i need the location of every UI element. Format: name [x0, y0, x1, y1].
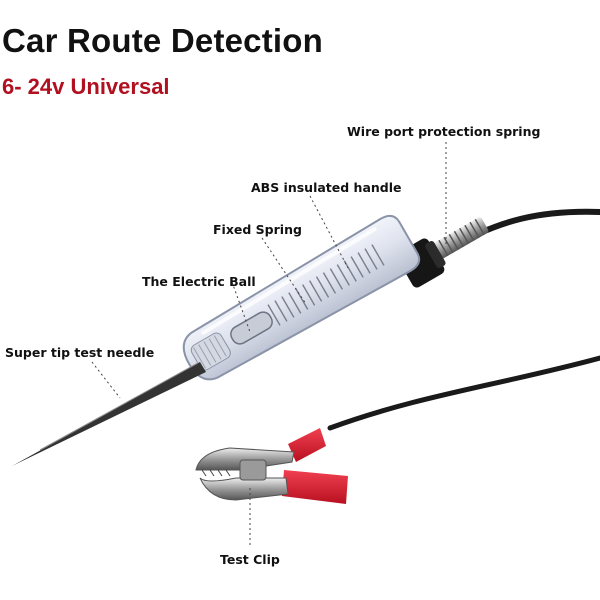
alligator-clip — [195, 428, 348, 504]
leader-fixed-spring — [261, 237, 307, 305]
callout-abs-handle: ABS insulated handle — [251, 180, 402, 195]
callout-wire-port-spring: Wire port protection spring — [347, 124, 541, 139]
callout-tip-needle: Super tip test needle — [5, 345, 155, 360]
leader-abs-handle — [309, 195, 349, 269]
page-title: Car Route Detection — [2, 22, 324, 59]
wire-port-spring — [429, 217, 489, 261]
callout-fixed-spring: Fixed Spring — [213, 222, 302, 237]
voltage-subtitle: 6- 24v Universal — [2, 74, 170, 99]
abs-handle — [182, 214, 421, 381]
leader-tip-needle — [91, 361, 121, 399]
callout-electric-ball: The Electric Ball — [142, 274, 256, 289]
callout-test-clip: Test Clip — [220, 552, 280, 567]
test-needle — [12, 362, 206, 466]
clip-cable — [327, 355, 600, 431]
leader-electric-ball — [231, 281, 251, 333]
